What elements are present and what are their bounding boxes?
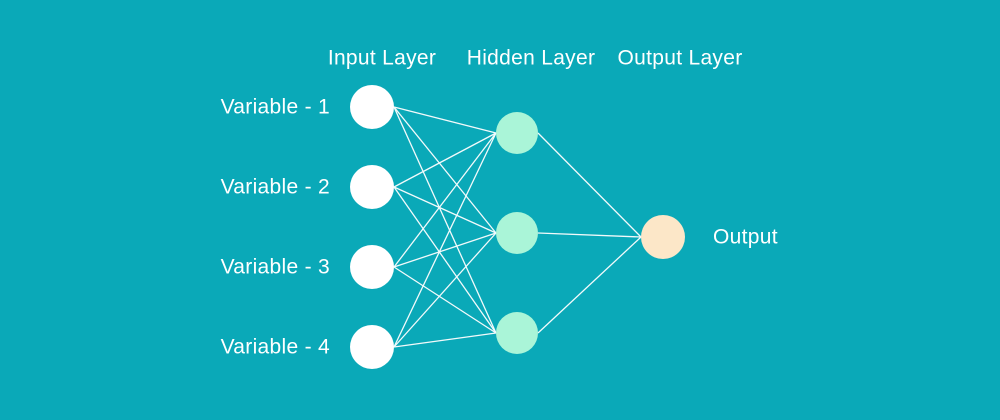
edge-hidden-2-output-1 (537, 232, 642, 238)
edge-input-2-hidden-3 (393, 186, 497, 334)
node-input-4 (350, 325, 394, 369)
edge-hidden-3-output-1 (537, 236, 642, 334)
hidden-layer-title: Hidden Layer (467, 47, 596, 70)
edge-input-4-hidden-2 (393, 232, 497, 348)
edge-input-3-hidden-1 (393, 132, 497, 268)
node-input-3 (350, 245, 394, 289)
node-label-input-2: Variable - 2 (221, 176, 330, 199)
input-layer-nodes (350, 85, 394, 369)
edge-input-1-hidden-1 (393, 106, 497, 134)
output-layer-nodes (641, 215, 685, 259)
edge-input-1-hidden-2 (393, 106, 497, 234)
edge-hidden-1-output-1 (537, 132, 642, 238)
edge-input-2-hidden-1 (393, 132, 497, 188)
node-label-input-1: Variable - 1 (221, 96, 330, 119)
node-label-input-3: Variable - 3 (221, 256, 330, 279)
edges (393, 106, 642, 348)
output-layer-title: Output Layer (617, 47, 742, 70)
edge-input-2-hidden-2 (393, 186, 497, 234)
input-layer-title: Input Layer (328, 47, 436, 70)
node-input-1 (350, 85, 394, 129)
node-label-input-4: Variable - 4 (221, 336, 330, 359)
labels: Input Layer Hidden Layer Output Layer Va… (221, 47, 778, 359)
edge-input-4-hidden-3 (393, 332, 497, 348)
edge-input-1-hidden-3 (393, 106, 497, 334)
edge-input-3-hidden-3 (393, 266, 497, 334)
node-output-1 (641, 215, 685, 259)
node-label-output-1: Output (713, 226, 778, 249)
hidden-layer-nodes (496, 112, 538, 354)
node-hidden-2 (496, 212, 538, 254)
node-hidden-1 (496, 112, 538, 154)
edge-input-4-hidden-1 (393, 132, 497, 348)
node-input-2 (350, 165, 394, 209)
node-hidden-3 (496, 312, 538, 354)
edge-input-3-hidden-2 (393, 232, 497, 268)
